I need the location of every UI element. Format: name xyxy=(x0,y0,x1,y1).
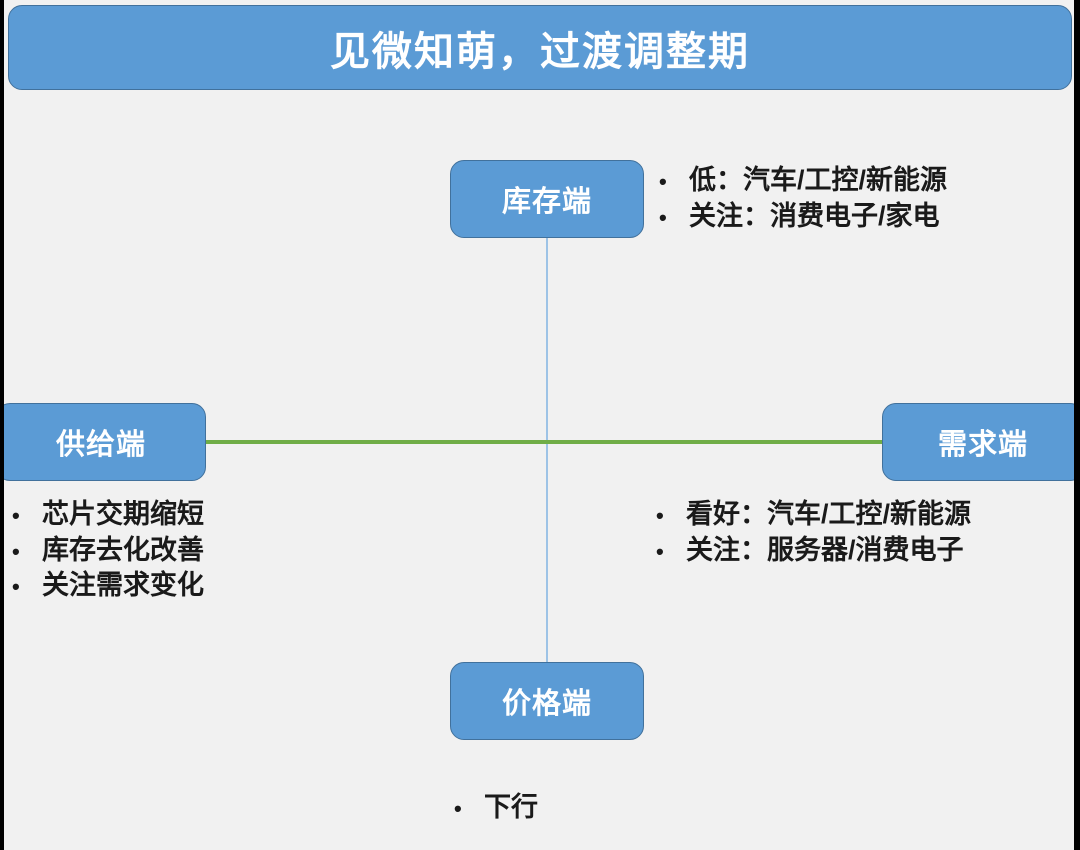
list-item: • 库存去化改善 xyxy=(12,533,204,569)
list-item-label: 关注需求变化 xyxy=(42,570,204,601)
node-inventory[interactable]: 库存端 xyxy=(450,160,644,238)
list-item: • 下行 xyxy=(454,790,538,826)
bullet-dot-icon: • xyxy=(12,538,20,564)
bullet-dot-icon: • xyxy=(659,204,667,230)
node-demand[interactable]: 需求端 xyxy=(882,403,1074,481)
list-item: • 关注：服务器/消费电子 xyxy=(656,533,971,569)
bullet-list-demand: • 看好：汽车/工控/新能源 • 关注：服务器/消费电子 xyxy=(656,497,971,568)
node-supply[interactable]: 供给端 xyxy=(4,403,206,481)
node-demand-label: 需求端 xyxy=(937,429,1028,461)
list-item-label: 低：汽车/工控/新能源 xyxy=(689,165,948,195)
node-supply-label: 供给端 xyxy=(55,429,146,461)
page-title: 见微知萌，过渡调整期 xyxy=(330,29,750,74)
list-item: • 芯片交期缩短 xyxy=(12,497,204,533)
bullet-dot-icon: • xyxy=(12,503,20,528)
bullet-dot-icon: • xyxy=(656,503,664,528)
bullet-dot-icon: • xyxy=(12,574,20,600)
list-item-label: 关注：服务器/消费电子 xyxy=(686,534,964,565)
bullet-dot-icon: • xyxy=(656,538,664,564)
slide-title-banner: 见微知萌，过渡调整期 xyxy=(8,5,1072,90)
node-inventory-label: 库存端 xyxy=(501,186,592,218)
list-item-label: 下行 xyxy=(484,792,538,822)
list-item: • 低：汽车/工控/新能源 xyxy=(659,163,947,199)
bullet-list-supply: • 芯片交期缩短 • 库存去化改善 • 关注需求变化 xyxy=(12,497,204,604)
list-item: • 关注：消费电子/家电 xyxy=(659,199,947,235)
bullet-list-inventory: • 低：汽车/工控/新能源 • 关注：消费电子/家电 xyxy=(659,163,947,234)
bullet-list-price: • 下行 xyxy=(454,790,538,826)
node-price[interactable]: 价格端 xyxy=(450,662,644,740)
connector-horizontal-supply-demand xyxy=(204,440,884,444)
list-item-label: 芯片交期缩短 xyxy=(42,499,204,529)
node-price-label: 价格端 xyxy=(501,688,592,720)
connector-vertical-inventory-price xyxy=(546,238,548,662)
bullet-dot-icon: • xyxy=(659,169,667,194)
list-item-label: 库存去化改善 xyxy=(42,534,204,565)
bullet-dot-icon: • xyxy=(454,796,462,821)
list-item: • 看好：汽车/工控/新能源 xyxy=(656,497,971,533)
list-item: • 关注需求变化 xyxy=(12,568,204,604)
list-item-label: 看好：汽车/工控/新能源 xyxy=(686,499,972,529)
list-item-label: 关注：消费电子/家电 xyxy=(689,200,940,231)
